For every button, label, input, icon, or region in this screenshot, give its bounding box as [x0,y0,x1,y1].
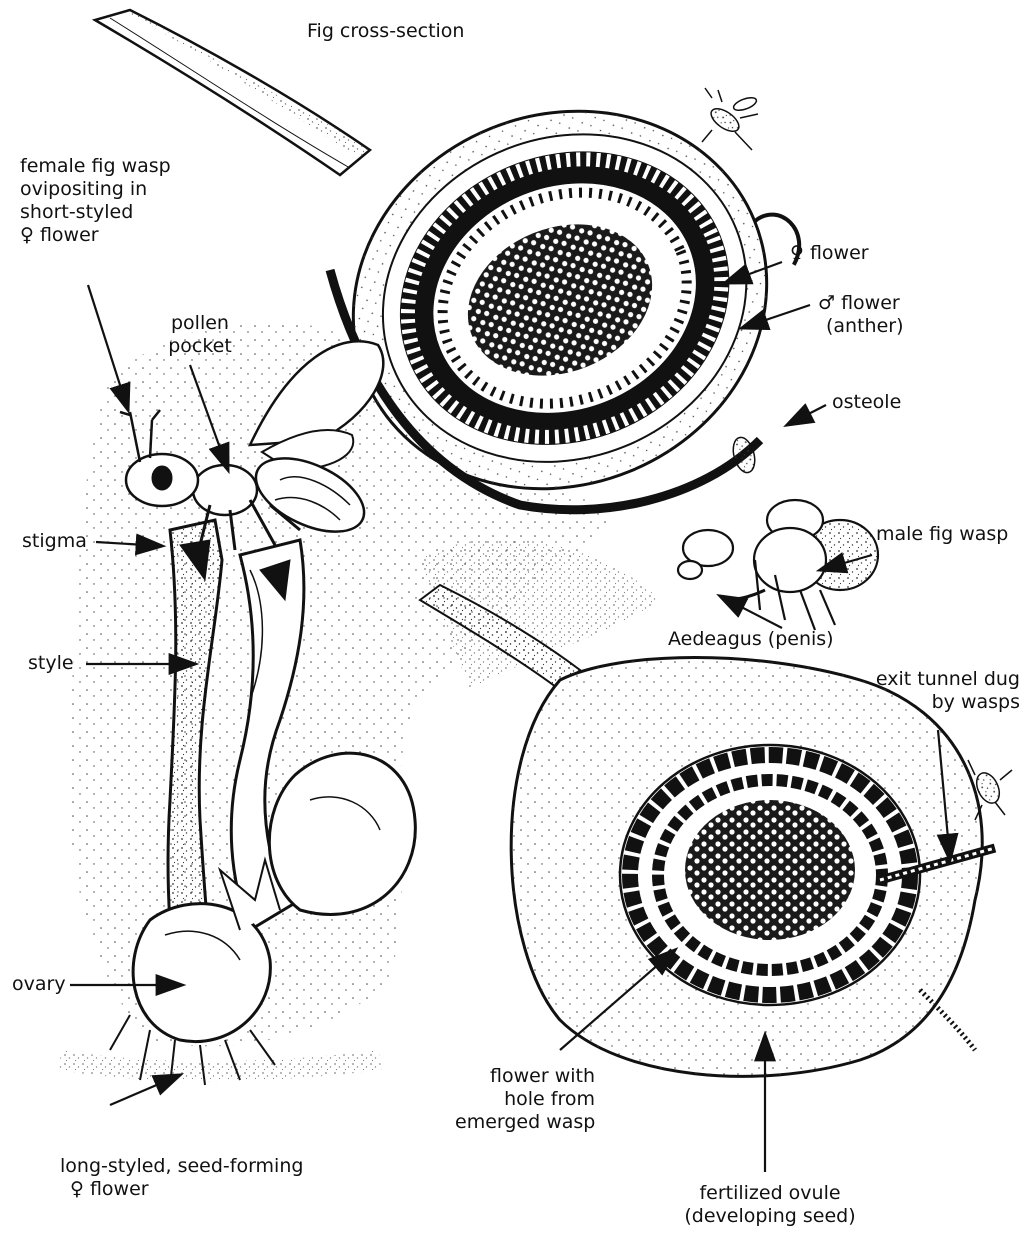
male-fig-wasp [678,500,878,630]
label-female-wasp-line4: ♀ flower [20,224,171,247]
label-fertilized-ovule: fertilized ovule (developing seed) [660,1182,880,1228]
label-pollen-pocket: pollen pocket [160,312,240,358]
flying-wasp-top [702,88,758,150]
label-pollen-pocket-line1: pollen [160,312,240,335]
label-female-flower: ♀ flower [790,242,869,265]
ground-stipple [60,1060,380,1071]
label-long-styled: long-styled, seed-forming ♀ flower [60,1155,303,1201]
label-exit-tunnel: exit tunnel dug by wasps [830,668,1020,714]
label-flower-hole-line2: hole from [455,1088,595,1111]
label-male-wasp: male fig wasp [876,523,1008,546]
label-fertilized-ovule-line1: fertilized ovule [660,1182,880,1205]
label-female-wasp-line3: short-styled [20,201,171,224]
label-ovary: ovary [12,973,66,996]
label-flower-hole-line3: emerged wasp [455,1111,595,1134]
label-stigma: stigma [22,530,87,553]
label-male-flower-line1: ♂ flower [818,292,904,315]
label-style: style [28,652,74,675]
label-pollen-pocket-line2: pocket [160,335,240,358]
label-female-wasp-line2: ovipositing in [20,178,171,201]
label-aedeagus: Aedeagus (penis) [668,628,834,651]
label-male-flower: ♂ flower (anther) [818,292,904,338]
label-male-flower-line2: (anther) [818,315,904,338]
label-female-wasp: female fig wasp ovipositing in short-sty… [20,155,171,247]
figure-title: Fig cross-section [307,20,464,43]
label-osteole: osteole [832,391,901,414]
label-flower-hole-line1: flower with [455,1065,595,1088]
label-long-styled-line1: long-styled, seed-forming [60,1155,303,1178]
label-female-wasp-line1: female fig wasp [20,155,171,178]
lower-fig [511,658,995,1077]
label-exit-tunnel-line1: exit tunnel dug [830,668,1020,691]
label-fertilized-ovule-line2: (developing seed) [660,1205,880,1228]
label-exit-tunnel-line2: by wasps [830,691,1020,714]
label-flower-hole: flower with hole from emerged wasp [455,1065,595,1134]
label-long-styled-line2: ♀ flower [60,1178,303,1201]
